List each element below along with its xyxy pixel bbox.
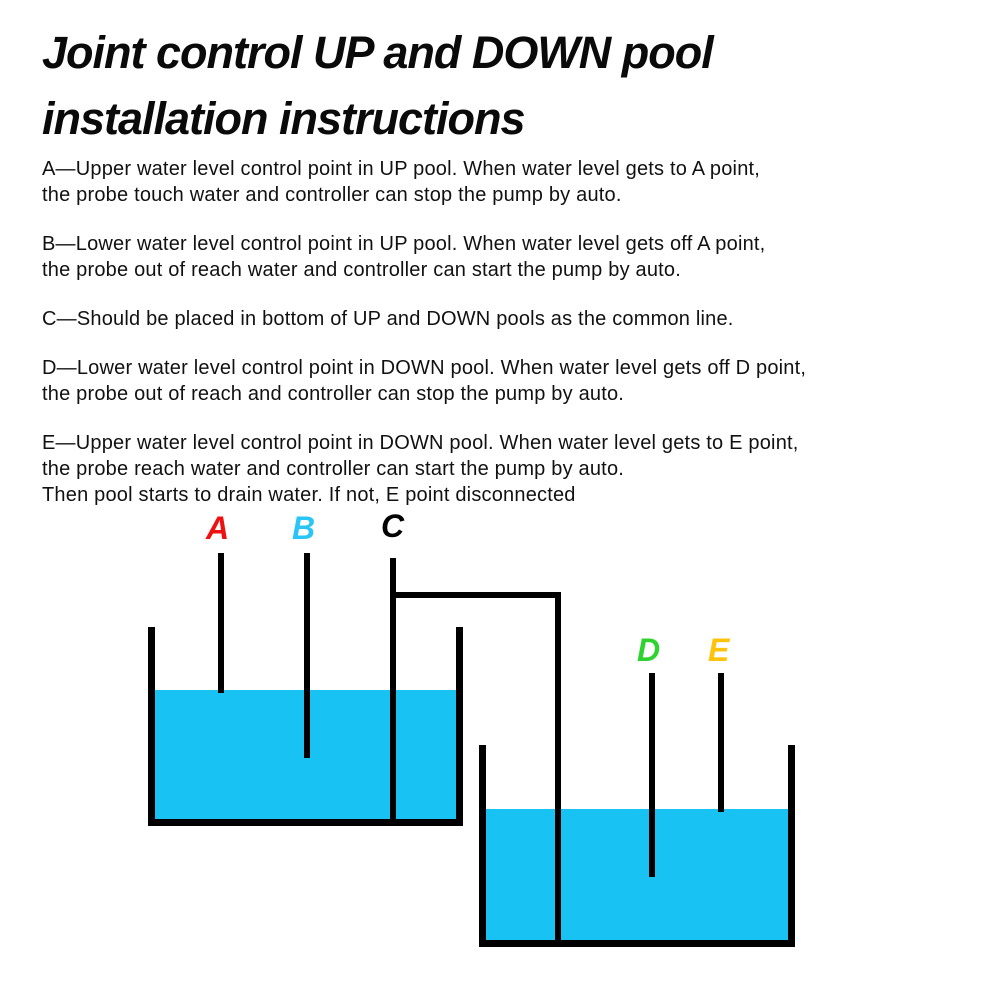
probe-label-b: B [292, 510, 316, 546]
instruction-point-a: A—Upper water level control point in UP … [42, 158, 761, 206]
probe-b-line [304, 553, 310, 758]
instruction-point-d: D—Lower water level control point in DOW… [42, 357, 807, 405]
instruction-point-e: E—Upper water level control point in DOW… [42, 432, 799, 506]
probe-c-line [390, 558, 396, 819]
instruction-text-block: Joint control UP and DOWN pool installat… [42, 20, 972, 531]
up-pool-left-wall [148, 627, 155, 826]
probe-d-line [649, 673, 655, 877]
common-line-pipe-vertical [555, 592, 561, 940]
down-pool-water [486, 809, 788, 940]
up-pool-right-wall [456, 627, 463, 826]
instruction-point-b: B—Lower water level control point in UP … [42, 233, 766, 281]
instruction-point-c: C—Should be placed in bottom of UP and D… [42, 308, 734, 330]
probe-a-line [218, 553, 224, 693]
probe-label-d: D [637, 632, 661, 668]
probe-label-a: A [206, 510, 230, 546]
down-pool-bottom [479, 940, 795, 947]
probe-e-line [718, 673, 724, 812]
down-pool-left-wall [479, 745, 486, 947]
down-pool-right-wall [788, 745, 795, 947]
page-title: Joint control UP and DOWN pool installat… [42, 27, 714, 144]
up-pool-bottom [148, 819, 463, 826]
probe-label-e: E [708, 632, 730, 668]
common-line-pipe-horizontal [390, 592, 561, 598]
probe-label-c: C [381, 508, 405, 544]
